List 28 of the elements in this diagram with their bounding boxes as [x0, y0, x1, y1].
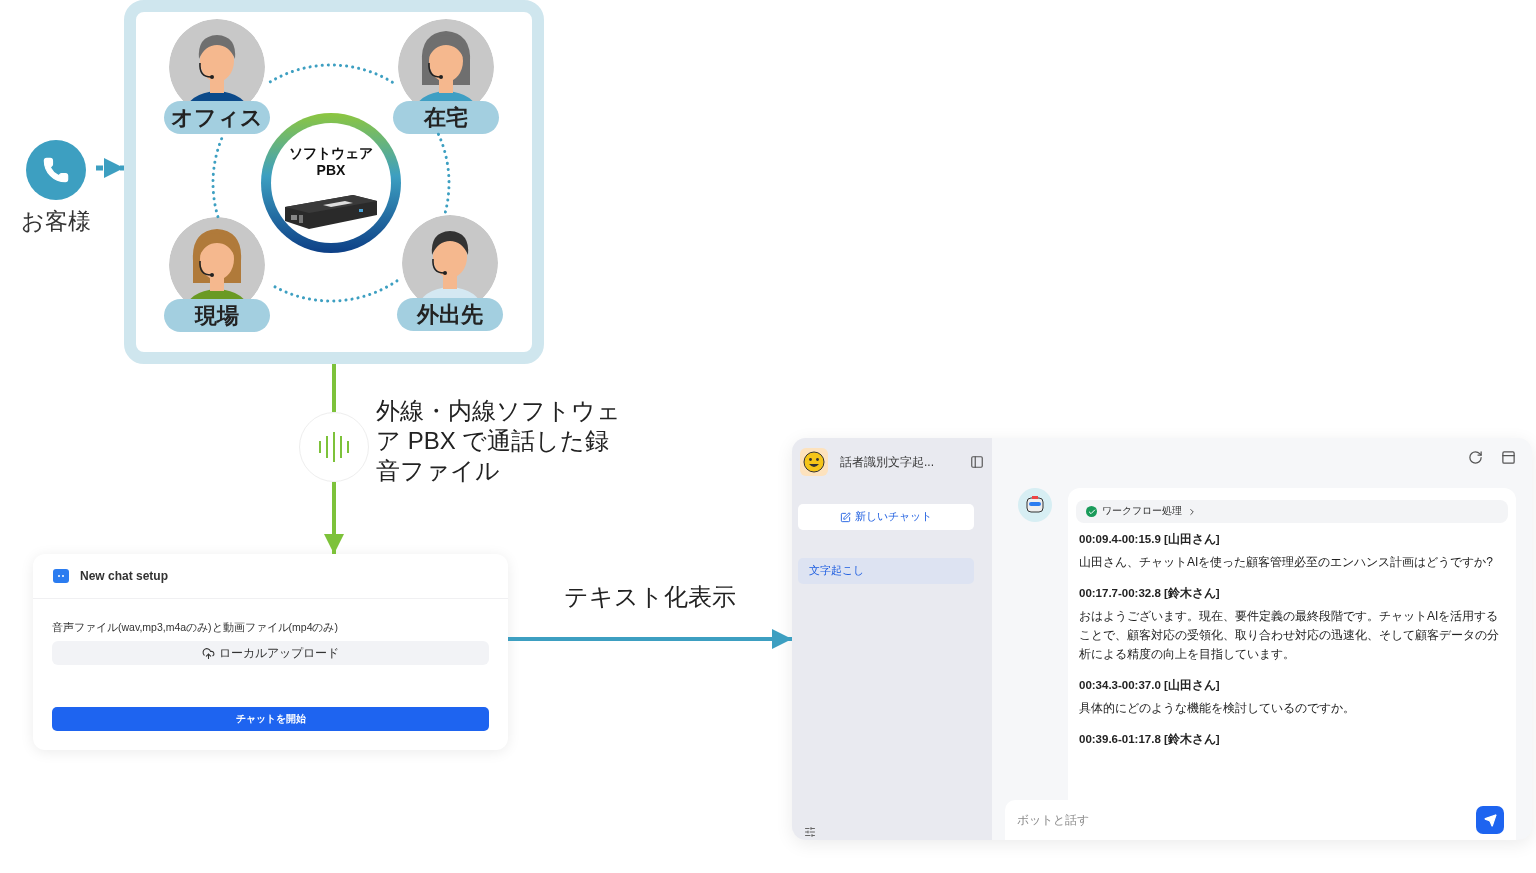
- upload-button: ローカルアップロード: [52, 641, 489, 665]
- start-button: チャットを開始: [52, 707, 489, 731]
- message-text: 山田さん、チャットAIを使った顧客管理必至のエンハンス計画はどうですか?: [1079, 554, 1494, 571]
- input-placeholder: ボットと話す: [1017, 812, 1090, 828]
- timestamp: 00:39.6-01:17.8 [鈴木さん]: [1079, 732, 1221, 747]
- connector-line: [332, 364, 336, 412]
- location-label: 現場: [164, 299, 270, 332]
- timestamp: 00:17.7-00:32.8 [鈴木さん]: [1079, 586, 1221, 601]
- timestamp: 00:09.4-00:15.9 [山田さん]: [1079, 532, 1221, 547]
- field-label: 音声ファイル(wav,mp3,m4aのみ)と動画ファイル(mp4のみ): [52, 621, 339, 635]
- new-chat-button: 新しいチャット: [798, 504, 974, 530]
- message-text: おはようございます。現在、要件定義の最終段階です。チャットAIを活用することで、顧客対応の受領化、取り合わせ対応の迅速化、そして顧客データの分析による精度の向上を目指しています。: [1079, 608, 1500, 663]
- message-text: 具体的にどのような機能を検討しているのですか。: [1079, 700, 1356, 717]
- location-label: 外出先: [397, 298, 503, 331]
- card-title: New chat setup: [80, 569, 169, 583]
- history-item: 文字起こし: [798, 558, 974, 584]
- workflow-chip: ワークフロー処理: [1076, 500, 1508, 523]
- location-label: オフィス: [164, 101, 270, 134]
- location-label: 在宅: [393, 101, 499, 134]
- app-title: 話者識別文字起...: [840, 453, 935, 471]
- node-label: お客様: [20, 207, 92, 236]
- arrow: [96, 158, 124, 178]
- timestamp: 00:34.3-00:37.0 [山田さん]: [1079, 678, 1221, 693]
- hub-label: ソフトウェア PBX: [288, 145, 374, 179]
- arrow: [324, 482, 344, 554]
- arrow: [508, 629, 792, 649]
- caption-text: 外線・内線ソフトウェア PBX で通話した録音ファイル: [376, 396, 622, 486]
- connector-line: [268, 63, 395, 84]
